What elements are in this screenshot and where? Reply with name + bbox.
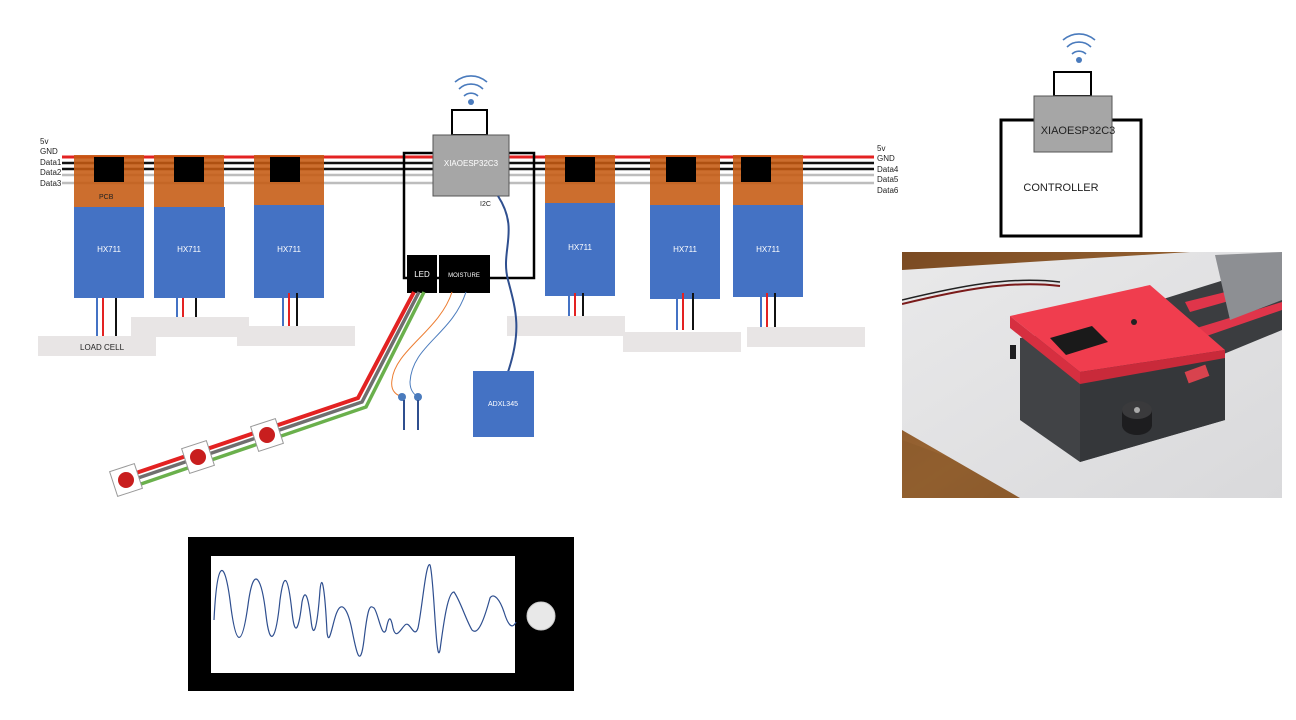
moisture-label: MOISTURE (448, 273, 480, 279)
bus-label-data3: Data3 (40, 179, 62, 188)
hx711-label: HX711 (97, 245, 121, 254)
mcu-antenna-box (451, 109, 488, 136)
wifi-icon (454, 75, 488, 105)
led-strip (108, 291, 426, 498)
hx711-module-1: PCB HX711 (74, 155, 144, 336)
load-plate-2 (131, 317, 249, 337)
controller-antenna-box (1053, 71, 1092, 97)
hx711-board (74, 207, 144, 298)
controller-label: CONTROLLER (1023, 182, 1098, 194)
controller-mcu-label: XIAOESP32C3 (1041, 125, 1116, 137)
bus-label-data5: Data5 (877, 175, 899, 184)
hx711-modules: PCB HX711 HX711 HX711 (74, 155, 803, 336)
central-mcu: XIAOESP32C3 I2C LED MOISTURE ADXL345 (402, 75, 536, 437)
controller-mcu-chip (1033, 95, 1113, 153)
led-pixel-1 (249, 417, 285, 453)
i2c-cable (497, 195, 518, 373)
hx711-label: HX711 (673, 245, 697, 254)
bus-label-gnd-right: GND (877, 154, 895, 163)
hx711-board (154, 207, 225, 298)
hx711-label: HX711 (177, 245, 201, 254)
bus-label-gnd: GND (40, 147, 58, 156)
bus-label-5v-right: 5v (877, 144, 885, 153)
pcb-label: PCB (99, 194, 114, 201)
bus-labels-right: 5v GND Data4 Data5 Data6 (877, 144, 899, 195)
bus-label-data4: Data4 (877, 165, 899, 174)
hx711-board (254, 205, 324, 298)
led-label: LED (414, 270, 430, 279)
wifi-icon (1062, 33, 1096, 63)
led-pixel-2 (180, 439, 216, 475)
connector-block (270, 157, 300, 182)
bus-label-data1: Data1 (40, 158, 62, 167)
load-plate-6 (747, 327, 865, 347)
accel-label: ADXL345 (488, 401, 518, 408)
hx711-board (733, 205, 803, 297)
bus-label-data2: Data2 (40, 168, 62, 177)
mcu-label: XIAOESP32C3 (444, 159, 499, 168)
connector-block (565, 157, 595, 182)
load-plate-3 (237, 326, 355, 346)
led-module (407, 255, 437, 293)
load-cell-label: LOAD CELL (80, 343, 125, 352)
controller-photo (902, 252, 1282, 498)
led-pixel-3 (108, 462, 144, 498)
waveform-display (188, 537, 574, 691)
bus-label-data6: Data6 (877, 186, 899, 195)
hx711-board (650, 205, 720, 299)
load-plate-4 (507, 316, 625, 336)
connector-block (94, 157, 124, 182)
hx711-label: HX711 (277, 245, 301, 254)
connector-block (666, 157, 696, 182)
display-screen (211, 556, 515, 673)
bus-labels-left: 5v GND Data1 Data2 Data3 (40, 137, 62, 188)
hx711-module-2: HX711 (154, 155, 225, 317)
moisture-probe (391, 291, 467, 430)
display-button (526, 601, 556, 631)
connector-block (174, 157, 204, 182)
load-plates (38, 316, 865, 356)
mcu-chip (432, 134, 510, 197)
i2c-label: I2C (480, 201, 491, 208)
controller-schematic: XIAOESP32C3 CONTROLLER (999, 33, 1143, 238)
load-plate-5 (623, 332, 741, 352)
adxl345-module (473, 371, 534, 437)
hx711-module-3: HX711 (254, 155, 324, 326)
hx711-board (545, 203, 615, 296)
moisture-module (439, 255, 490, 293)
waveform-trace (213, 564, 517, 657)
load-plate-1 (38, 336, 156, 356)
hx711-module-4: HX711 (545, 155, 615, 316)
hx711-module-6: HX711 (733, 155, 803, 327)
hx711-module-5: HX711 (650, 155, 720, 330)
hx711-label: HX711 (756, 245, 780, 254)
bus-label-5v: 5v (40, 137, 48, 146)
connector-block (741, 157, 771, 182)
hx711-label: HX711 (568, 243, 592, 252)
